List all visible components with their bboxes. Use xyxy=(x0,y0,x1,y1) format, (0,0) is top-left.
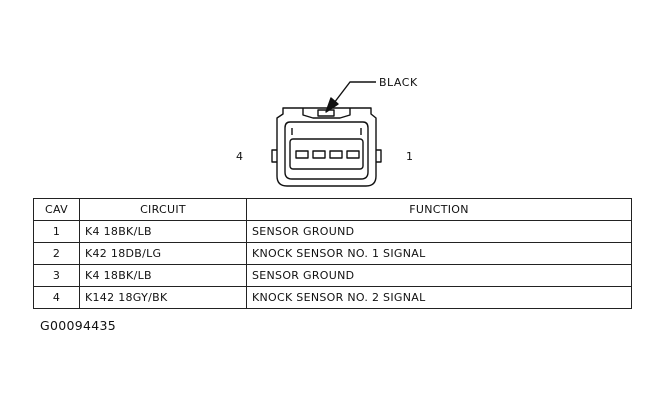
cav-cell: 1 xyxy=(33,220,80,243)
header-cav: CAV xyxy=(33,198,80,221)
function-cell: KNOCK SENSOR NO. 2 SIGNAL xyxy=(246,286,632,309)
header-circuit: CIRCUIT xyxy=(79,198,247,221)
function-cell: SENSOR GROUND xyxy=(246,264,632,287)
right-rib xyxy=(376,149,382,163)
circuit-cell: K142 18GY/BK xyxy=(79,286,247,309)
circuit-cell: K4 18BK/LB xyxy=(79,220,247,243)
connector-housing-inner xyxy=(284,121,369,180)
left-rib xyxy=(271,149,277,163)
connector-color-label: BLACK xyxy=(379,76,418,89)
cavity-4 xyxy=(295,150,309,159)
pinout-table: CAV CIRCUIT FUNCTION 1 K4 18BK/LB SENSOR… xyxy=(33,198,632,309)
circuit-cell: K42 18DB/LG xyxy=(79,242,247,265)
cav-cell: 4 xyxy=(33,286,80,309)
connector-housing-outer xyxy=(276,107,377,187)
table-row: 3 K4 18BK/LB SENSOR GROUND xyxy=(33,264,632,287)
pin-number-right: 1 xyxy=(406,150,414,163)
table-row: 4 K142 18GY/BK KNOCK SENSOR NO. 2 SIGNAL xyxy=(33,286,632,309)
cavity-3 xyxy=(312,150,326,159)
leader-line xyxy=(333,81,376,104)
function-cell: SENSOR GROUND xyxy=(246,220,632,243)
function-cell: KNOCK SENSOR NO. 1 SIGNAL xyxy=(246,242,632,265)
table-row: 1 K4 18BK/LB SENSOR GROUND xyxy=(33,220,632,243)
header-function: FUNCTION xyxy=(246,198,632,221)
connector-diagram: BLACK 4 1 xyxy=(0,0,668,200)
pin-number-left: 4 xyxy=(236,150,244,163)
connector-drawing xyxy=(271,81,382,187)
latch-slot xyxy=(317,109,335,117)
cavity-2 xyxy=(329,150,343,159)
circuit-cell: K4 18BK/LB xyxy=(79,264,247,287)
cav-cell: 2 xyxy=(33,242,80,265)
table-row: 2 K42 18DB/LG KNOCK SENSOR NO. 1 SIGNAL xyxy=(33,242,632,265)
connector-latch xyxy=(302,108,351,119)
figure-id: G00094435 xyxy=(40,318,117,333)
cavity-frame xyxy=(289,138,364,170)
cav-cell: 3 xyxy=(33,264,80,287)
cavity-1 xyxy=(346,150,360,159)
table-header-row: CAV CIRCUIT FUNCTION xyxy=(33,198,632,221)
